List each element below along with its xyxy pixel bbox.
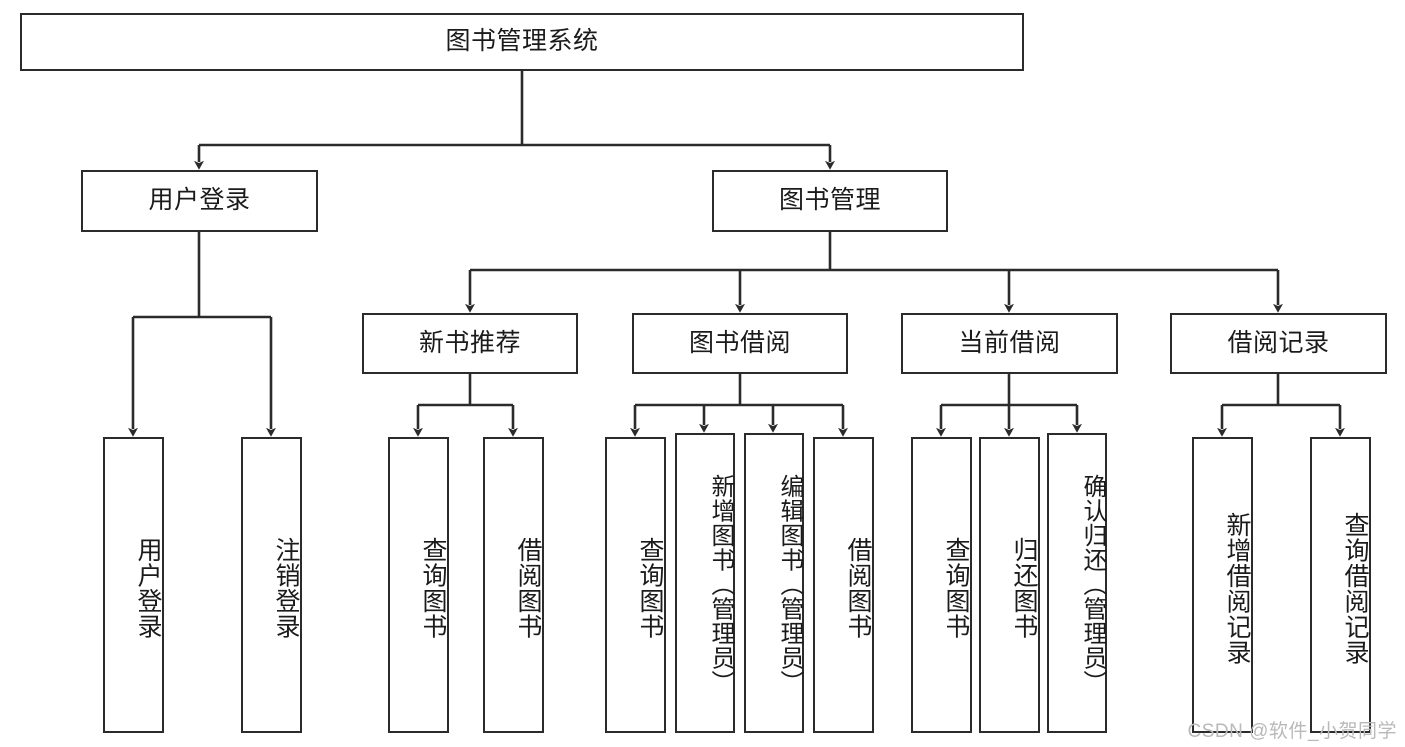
leaf-recommend-query-book-label: 查询图书 <box>419 537 447 639</box>
node-borrow-record[interactable]: 借阅记录 <box>1170 313 1387 374</box>
leaf-borrow-query-book[interactable]: 查询图书 <box>605 437 666 733</box>
node-current-borrow-label: 当前借阅 <box>958 328 1061 357</box>
leaf-borrow-edit-book[interactable]: 编辑图书（管理员） <box>744 433 804 733</box>
leaf-record-add[interactable]: 新增借阅记录 <box>1192 437 1253 733</box>
leaf-recommend-query-book[interactable]: 查询图书 <box>388 437 449 733</box>
node-book-borrow-label: 图书借阅 <box>688 328 791 357</box>
leaf-borrow-add-book[interactable]: 新增图书（管理员） <box>675 433 735 733</box>
leaf-user-login-label: 用户登录 <box>134 537 162 639</box>
leaf-current-return-book-label: 归还图书 <box>1010 537 1038 639</box>
node-borrow-record-label: 借阅记录 <box>1227 328 1330 357</box>
leaf-recommend-borrow-book-label: 借阅图书 <box>514 537 542 639</box>
leaf-current-confirm-return[interactable]: 确认归还（管理员） <box>1047 433 1107 733</box>
leaf-record-query[interactable]: 查询借阅记录 <box>1310 437 1371 733</box>
leaf-user-logout[interactable]: 注销登录 <box>241 437 302 733</box>
leaf-record-query-label: 查询借阅记录 <box>1341 511 1369 665</box>
node-book-management-label: 图书管理 <box>778 186 881 215</box>
leaf-user-logout-label: 注销登录 <box>272 537 300 639</box>
leaf-borrow-edit-book-label: 编辑图书（管理员） <box>776 473 803 695</box>
leaf-record-add-label: 新增借阅记录 <box>1223 511 1251 665</box>
node-root-label: 图书管理系统 <box>445 27 599 56</box>
node-book-borrow[interactable]: 图书借阅 <box>632 313 848 374</box>
leaf-user-login[interactable]: 用户登录 <box>103 437 164 733</box>
node-new-book-recommend-label: 新书推荐 <box>418 328 521 357</box>
leaf-borrow-borrow-book[interactable]: 借阅图书 <box>813 437 874 733</box>
leaf-recommend-borrow-book[interactable]: 借阅图书 <box>483 437 544 733</box>
node-user-login-label: 用户登录 <box>148 186 251 215</box>
node-user-login[interactable]: 用户登录 <box>81 170 318 232</box>
node-new-book-recommend[interactable]: 新书推荐 <box>362 313 578 374</box>
watermark: CSDN @软件_小贺同学 <box>1187 721 1397 742</box>
leaf-current-return-book[interactable]: 归还图书 <box>979 437 1040 733</box>
node-book-management[interactable]: 图书管理 <box>712 170 948 232</box>
node-current-borrow[interactable]: 当前借阅 <box>901 313 1118 374</box>
leaf-borrow-add-book-label: 新增图书（管理员） <box>707 473 734 695</box>
leaf-current-query-book-label: 查询图书 <box>942 537 970 639</box>
leaf-borrow-borrow-book-label: 借阅图书 <box>844 537 872 639</box>
leaf-current-confirm-return-label: 确认归还（管理员） <box>1079 473 1106 695</box>
leaf-borrow-query-book-label: 查询图书 <box>636 537 664 639</box>
node-root[interactable]: 图书管理系统 <box>20 13 1024 71</box>
leaf-current-query-book[interactable]: 查询图书 <box>911 437 972 733</box>
